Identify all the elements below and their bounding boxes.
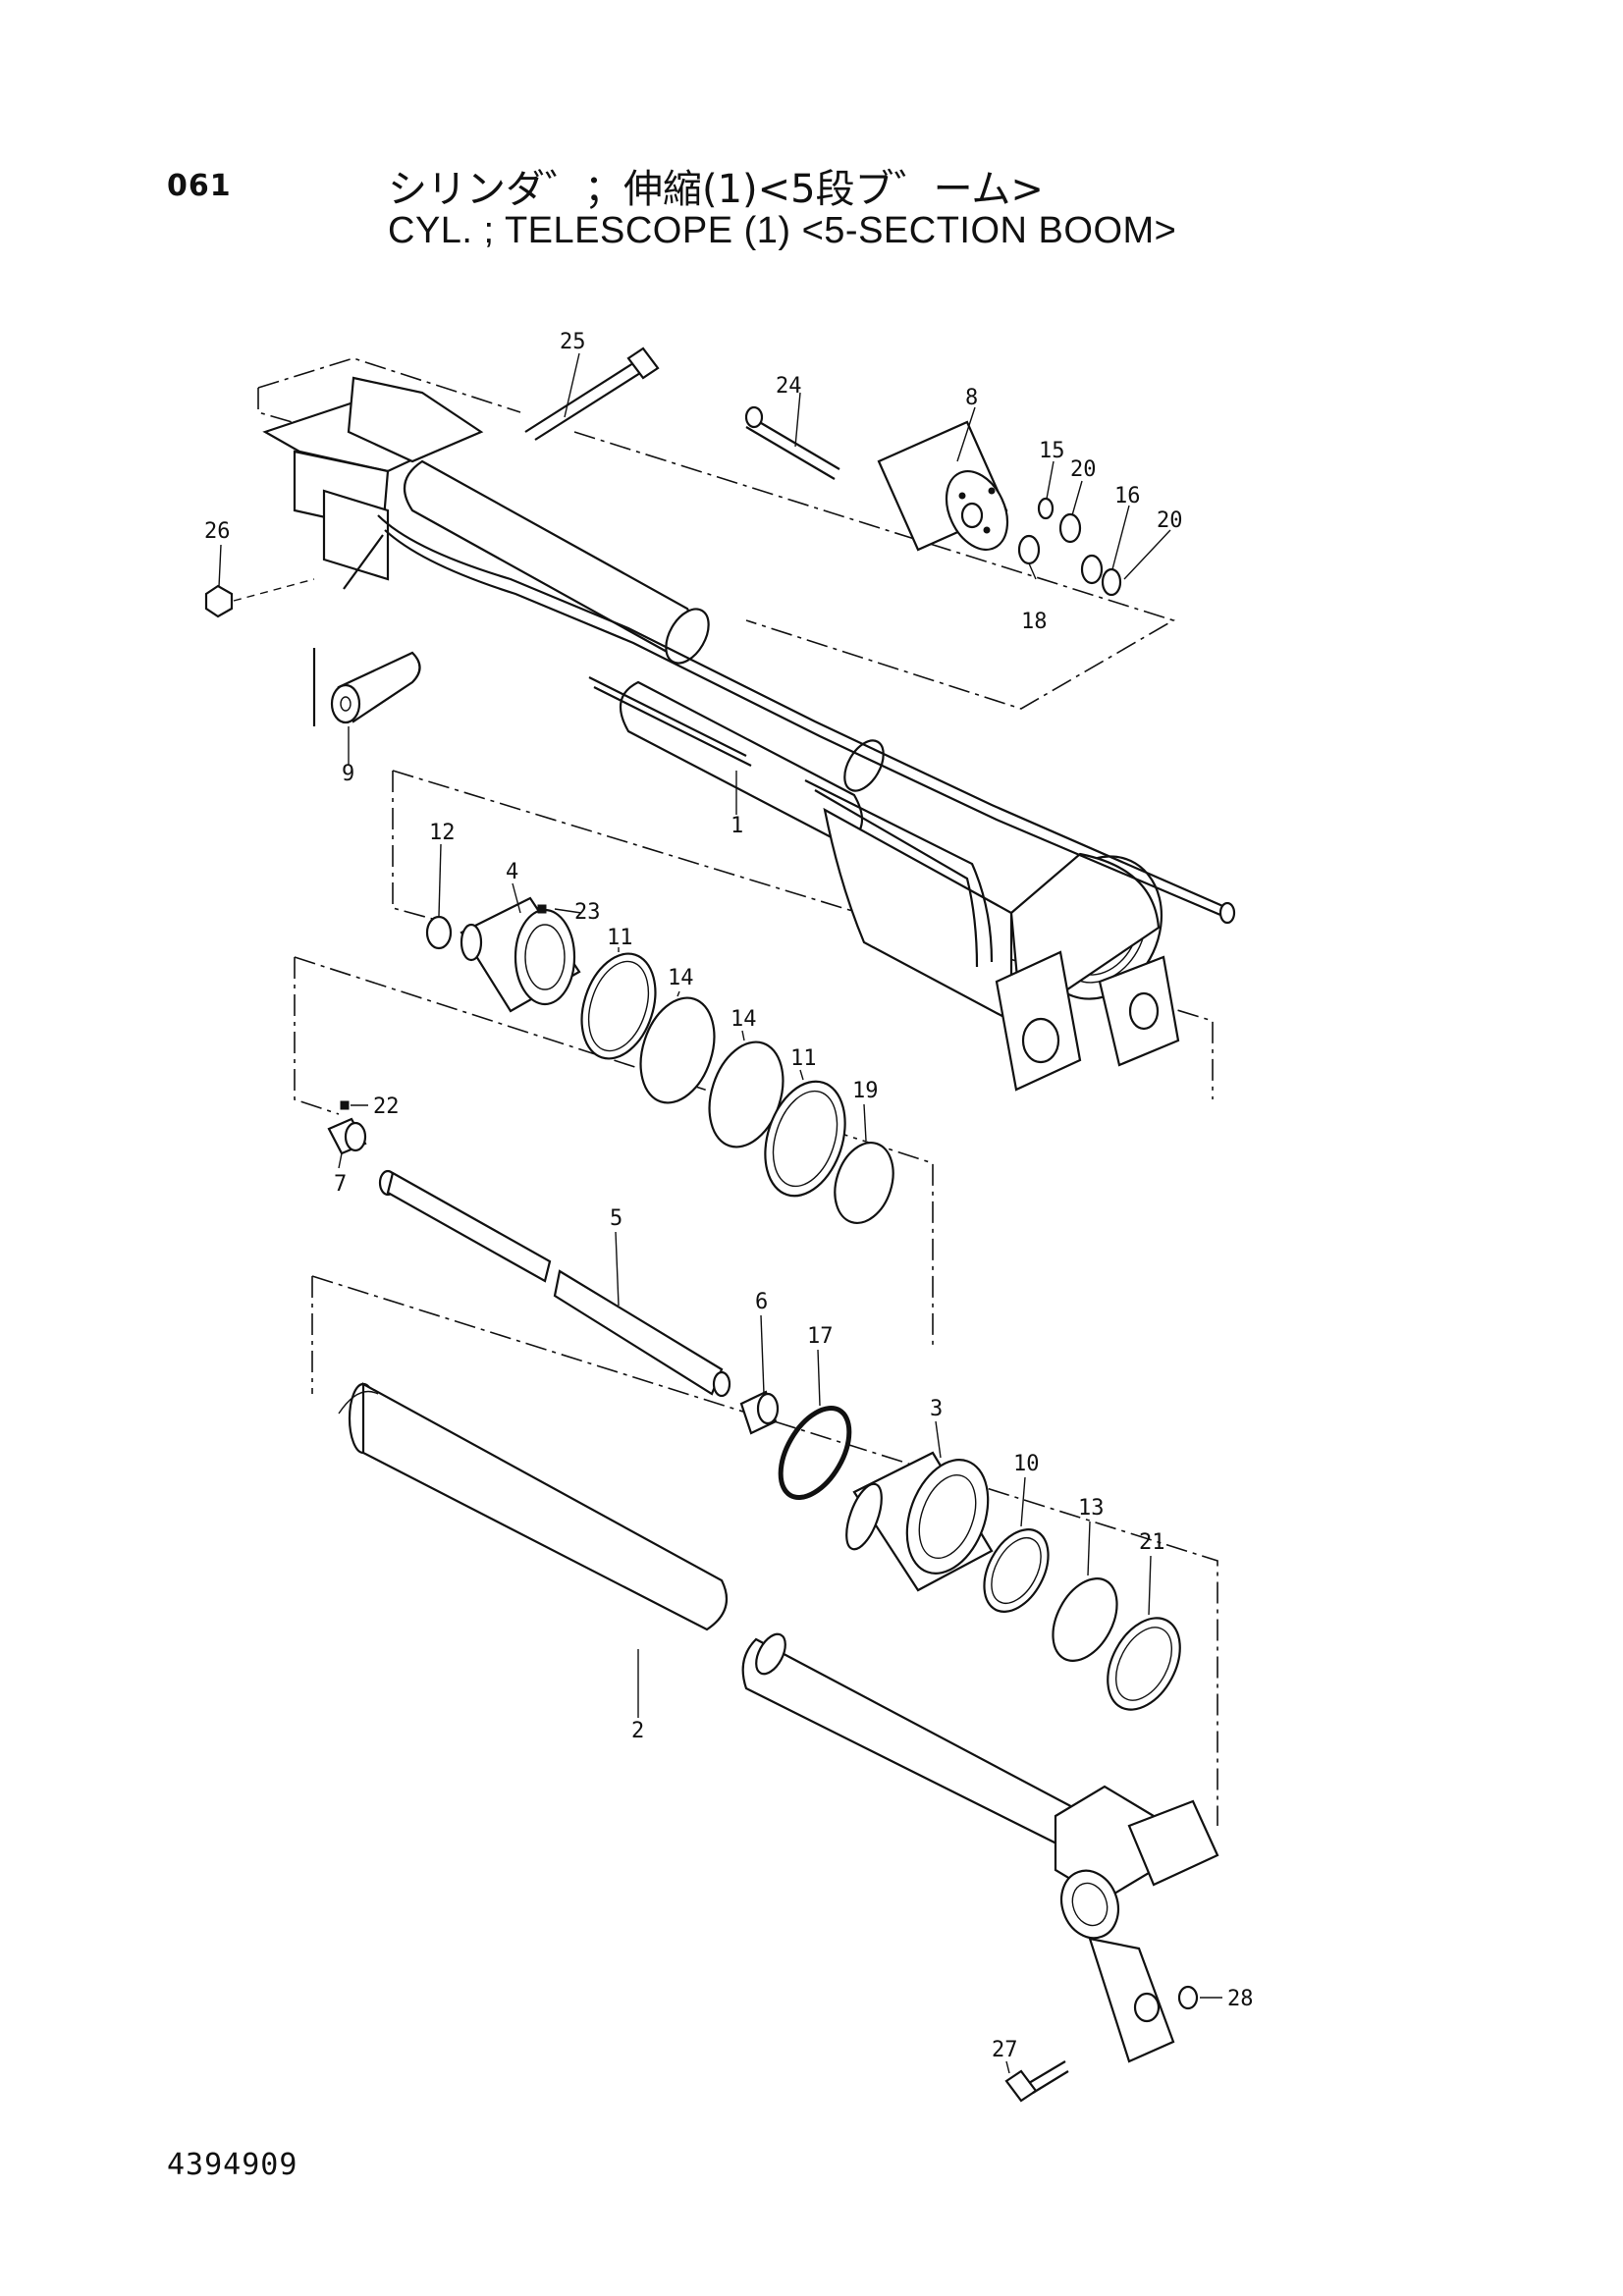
nut-part-26 — [204, 578, 315, 618]
bolt-part-27 — [1004, 2060, 1069, 2103]
title-japanese: シリンダ゛；伸縮(1)<5段ブ゛ーム> — [388, 167, 1044, 212]
callout-16: 16 — [1114, 484, 1141, 508]
o-ring-part-28 — [1177, 1985, 1199, 2010]
seal-ring-part-12 — [425, 915, 453, 950]
callout-labels: 25 24 8 15 20 16 20 18 26 9 1 12 4 23 11… — [204, 330, 1254, 2062]
page-number: 061 — [167, 169, 232, 203]
block-part-8 — [877, 420, 1009, 552]
document-number: 4394909 — [167, 2148, 298, 2182]
callout-4: 4 — [506, 860, 518, 884]
callout-22: 22 — [373, 1095, 400, 1119]
callout-5: 5 — [610, 1206, 622, 1231]
callout-8: 8 — [965, 386, 978, 410]
callout-21: 21 — [1139, 1530, 1165, 1555]
callout-26: 26 — [204, 519, 231, 544]
pin-part-9 — [312, 648, 421, 726]
callout-1: 1 — [730, 814, 743, 838]
callout-11b: 11 — [790, 1046, 817, 1071]
callout-15: 15 — [1039, 439, 1065, 463]
callout-20b: 20 — [1157, 508, 1183, 533]
callout-3: 3 — [930, 1397, 943, 1421]
callout-18: 18 — [1021, 610, 1048, 634]
nut-part-7 — [327, 1100, 367, 1155]
callout-20a: 20 — [1070, 457, 1097, 482]
callout-9: 9 — [342, 762, 354, 786]
seal-rings-piston-group — [580, 952, 894, 1224]
plug-part-23 — [537, 904, 547, 914]
callout-25: 25 — [560, 330, 586, 354]
callout-2: 2 — [631, 1719, 644, 1743]
callout-14b: 14 — [730, 1007, 757, 1032]
callout-19: 19 — [852, 1079, 879, 1103]
o-rings-upper-group — [1017, 497, 1122, 597]
callout-12: 12 — [429, 821, 456, 845]
callout-7: 7 — [334, 1172, 347, 1197]
bolt-part-25 — [524, 347, 660, 441]
callout-11a: 11 — [607, 926, 633, 950]
callout-14a: 14 — [668, 966, 694, 990]
callout-leaders — [218, 352, 1222, 2074]
callout-6: 6 — [755, 1290, 768, 1314]
bushing-part-6 — [739, 1390, 780, 1435]
cylinder-tube-part-1 — [262, 376, 1236, 1092]
callout-27: 27 — [992, 2038, 1018, 2062]
rod-part-5 — [378, 1169, 731, 1398]
o-ring-part-17 — [778, 1405, 852, 1501]
cylinder-head-part-3 — [845, 1451, 994, 1592]
callout-28: 28 — [1227, 1987, 1254, 2011]
callout-10: 10 — [1013, 1452, 1040, 1476]
piston-rod-part-2 — [338, 1382, 1219, 2063]
head-seal-rings-group — [983, 1528, 1181, 1711]
callout-24: 24 — [776, 374, 802, 399]
assembly-boundaries — [257, 357, 1218, 1826]
callout-23: 23 — [574, 900, 601, 925]
bolt-part-24 — [744, 405, 840, 480]
callout-17: 17 — [807, 1324, 834, 1349]
title-english: CYL. ; TELESCOPE (1) <5-SECTION BOOM> — [388, 210, 1177, 251]
callout-13: 13 — [1078, 1496, 1105, 1521]
piston-part-4 — [460, 896, 581, 1013]
